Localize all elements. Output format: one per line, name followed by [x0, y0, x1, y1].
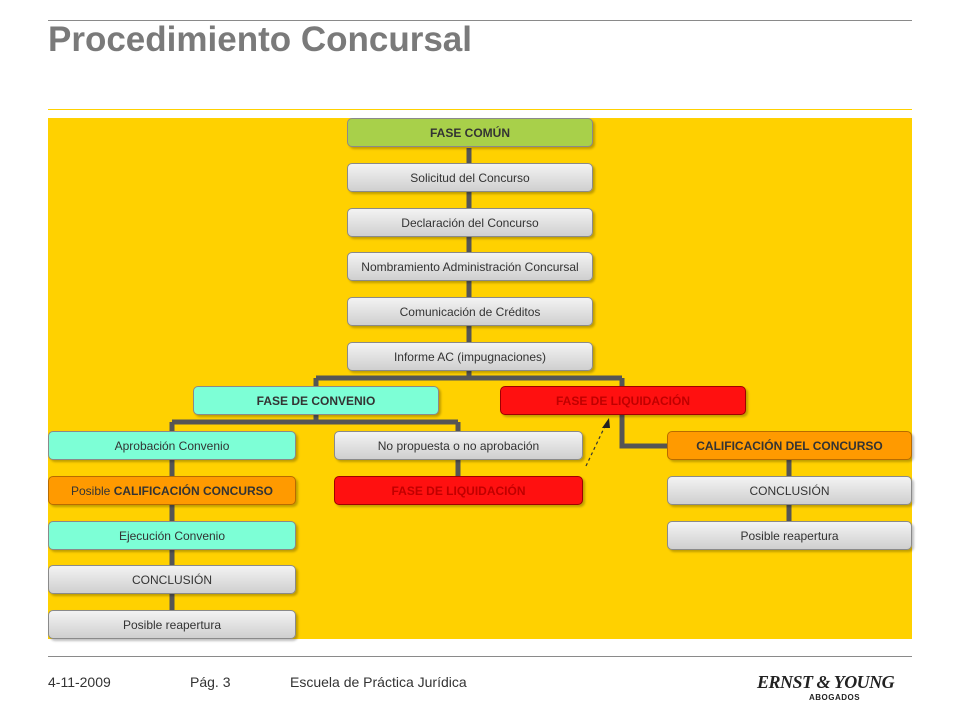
no-propuesta-box: No propuesta o no aprobación [334, 431, 583, 460]
conclusion-convenio-box: CONCLUSIÓN [48, 565, 296, 594]
nombramiento-ac-box: Nombramiento Administración Concursal [347, 252, 593, 281]
page-title: Procedimiento Concursal [48, 20, 472, 59]
declaracion-concurso-box: Declaración del Concurso [347, 208, 593, 237]
reapertura-liquidacion-box: Posible reapertura [667, 521, 912, 550]
conclusion-liquidacion-box: CONCLUSIÓN [667, 476, 912, 505]
calificacion-del-concurso-box: CALIFICACIÓN DEL CONCURSO [667, 431, 912, 460]
top-rule [48, 20, 912, 21]
ernst-young-logo: ERNST & YOUNG ABOGADOS [757, 672, 915, 706]
fase-liquidacion-box: FASE DE LIQUIDACIÓN [500, 386, 746, 415]
logo-subtitle: ABOGADOS [809, 693, 861, 702]
informe-ac-box: Informe AC (impugnaciones) [347, 342, 593, 371]
posible-label: Posible [70, 483, 111, 498]
comunicacion-creditos-box: Comunicación de Créditos [347, 297, 593, 326]
title-underline [48, 109, 912, 110]
footer-org: Escuela de Práctica Jurídica [290, 674, 467, 690]
posible-calificacion-box: Posible CALIFICACIÓN CONCURSO [48, 476, 296, 505]
footer-date: 4-11-2009 [48, 674, 111, 690]
calificacion-concurso-label: CALIFICACIÓN CONCURSO [113, 483, 274, 498]
reapertura-convenio-box: Posible reapertura [48, 610, 296, 639]
fase-convenio-box: FASE DE CONVENIO [193, 386, 439, 415]
footer-rule [48, 656, 912, 657]
logo-wordmark: ERNST & YOUNG [757, 672, 895, 692]
footer-page: Pág. 3 [190, 674, 231, 690]
ejecucion-convenio-box: Ejecución Convenio [48, 521, 296, 550]
solicitud-concurso-box: Solicitud del Concurso [347, 163, 593, 192]
fase-comun-box: FASE COMÚN [347, 118, 593, 147]
liquidacion-from-convenio-box: FASE DE LIQUIDACIÓN [334, 476, 583, 505]
aprobacion-convenio-box: Aprobación Convenio [48, 431, 296, 460]
